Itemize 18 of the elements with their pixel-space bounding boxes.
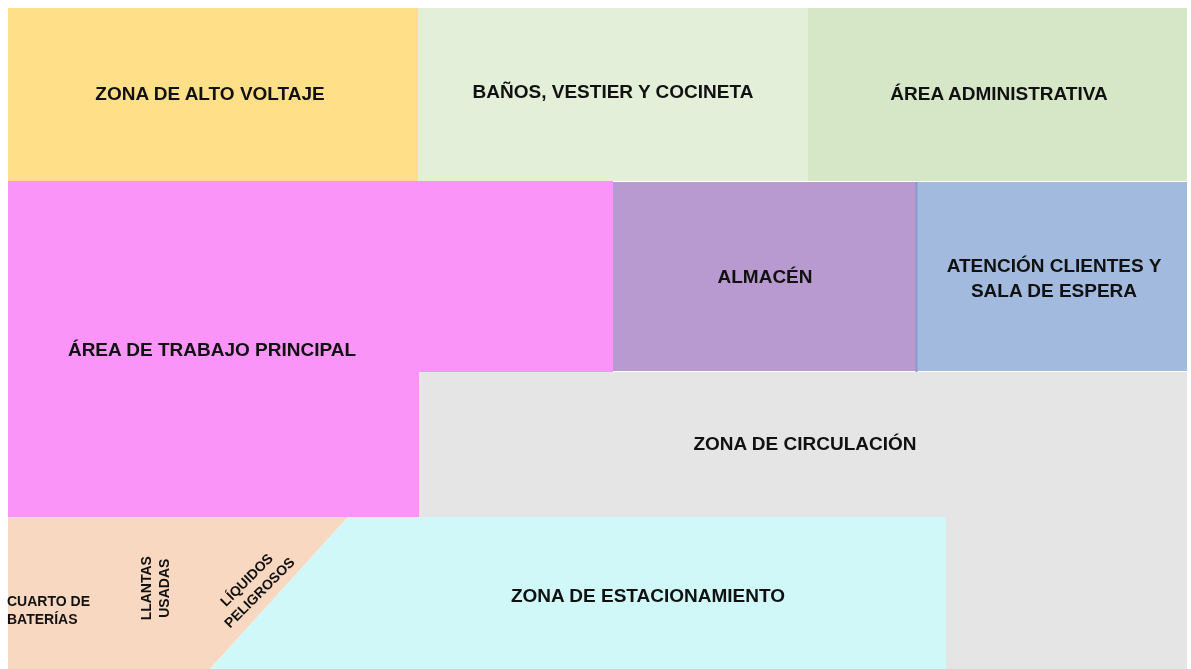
zone-label: CUARTO DE BATERÍAS bbox=[7, 591, 91, 629]
zone-label: ZONA DE ALTO VOLTAJE bbox=[94, 81, 326, 106]
floor-zone bbox=[613, 182, 916, 372]
zone-label: ÁREA DE TRABAJO PRINCIPAL bbox=[66, 337, 358, 362]
floor-zone bbox=[8, 181, 613, 517]
floor-zone bbox=[419, 372, 1187, 669]
zone-label: ATENCIÓN CLIENTES Y SALA DE ESPERA bbox=[945, 254, 1163, 303]
floor-zone bbox=[916, 182, 1187, 372]
floor-zone bbox=[210, 517, 946, 669]
floor-zone bbox=[808, 8, 1187, 181]
floor-zone bbox=[418, 8, 808, 181]
zone-label: ZONA DE ESTACIONAMIENTO bbox=[509, 583, 787, 608]
zone-label: BAÑOS, VESTIER Y COCINETA bbox=[471, 79, 755, 104]
zone-label: ÁREA ADMINISTRATIVA bbox=[889, 81, 1109, 106]
zone-label: LLANTAS USADAS bbox=[136, 554, 173, 623]
floor-zone bbox=[8, 8, 418, 181]
zone-label: ALMACÉN bbox=[716, 264, 814, 289]
zone-label: ZONA DE CIRCULACIÓN bbox=[692, 431, 918, 456]
